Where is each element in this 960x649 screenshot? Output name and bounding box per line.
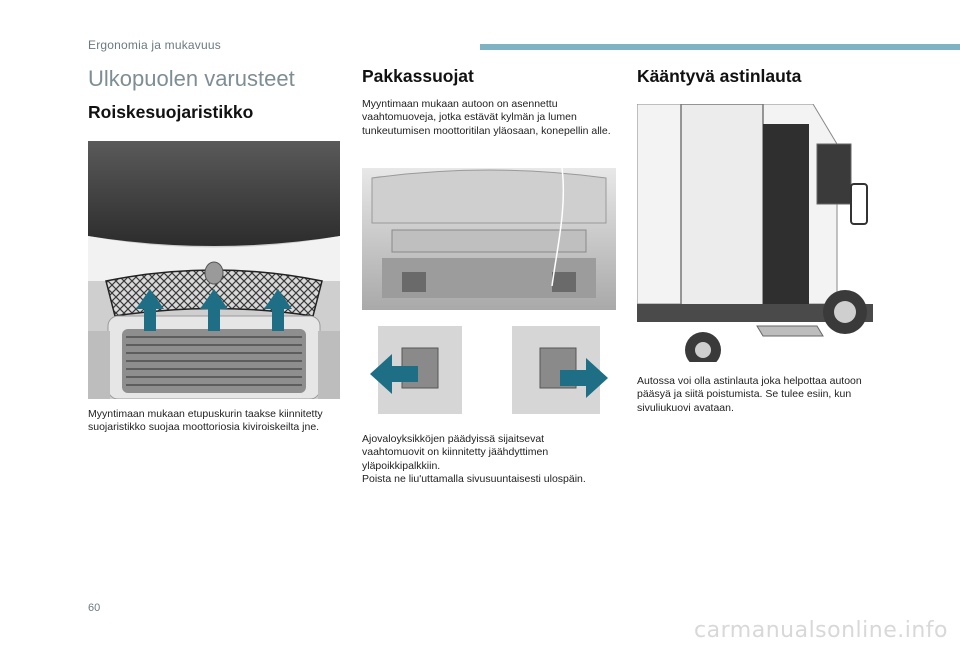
watermark: carmanualsonline.info	[694, 618, 948, 643]
section-header: Ergonomia ja mukavuus	[88, 38, 221, 52]
frost-shield-removal: Ajovaloyksikköjen päädyissä sijaitsevat …	[362, 433, 586, 486]
grille-illustration	[88, 141, 340, 399]
heading-kaantyva-astinlauta: Kääntyvä astinlauta	[637, 66, 802, 86]
heading-roiskesuojaristikko: Roiskesuojaristikko	[88, 102, 254, 122]
header-accent-bar	[480, 44, 960, 50]
grille-description: Myyntimaan mukaan etupuskurin taakse kii…	[88, 408, 323, 434]
heading-pakkassuojat: Pakkassuojat	[362, 66, 474, 86]
page-number: 60	[88, 602, 101, 614]
frost-shield-intro: Myyntimaan mukaan autoon on asennettu va…	[362, 98, 611, 137]
page-title: Ulkopuolen varusteet	[88, 66, 295, 91]
step-description: Autossa voi olla astinlauta joka helpott…	[637, 375, 862, 414]
van-step-illustration	[637, 104, 873, 362]
engine-bay-illustration	[362, 168, 616, 416]
